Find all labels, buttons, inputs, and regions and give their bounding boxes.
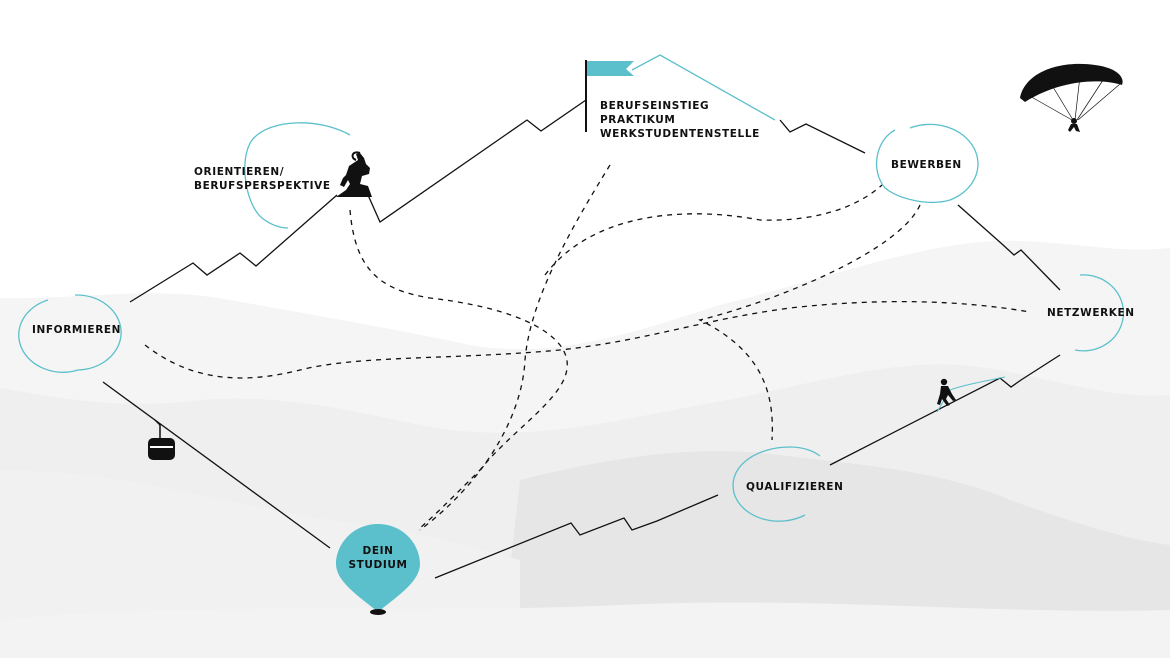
orientieren-arc (244, 122, 351, 229)
mountain-path (102, 99, 1061, 579)
station-bewerben[interactable]: BEWERBEN (891, 158, 962, 172)
station-informieren[interactable]: INFORMIEREN (32, 323, 121, 337)
station-netzwerken[interactable]: NETZWERKEN (1047, 306, 1135, 320)
paraglider-icon (1020, 63, 1123, 132)
station-dein-studium[interactable]: DEIN STUDIUM (336, 544, 420, 572)
qualifizieren-arc (732, 446, 821, 522)
station-orientieren[interactable]: ORIENTIEREN/ BERUFSPERSPEKTIVE (194, 165, 331, 193)
berufseinstieg-label-line1: BERUFSEINSTIEG (600, 100, 710, 112)
summit-flag-icon (585, 60, 634, 132)
informieren-label: INFORMIEREN (32, 324, 122, 336)
studium-label-line1: DEIN (362, 545, 394, 557)
netzwerken-label: NETZWERKEN (1047, 307, 1135, 319)
station-arcs (18, 122, 1125, 522)
netzwerken-arc (1074, 274, 1125, 352)
berufseinstieg-label-line2: PRAKTIKUM (600, 114, 676, 126)
bewerben-arc (876, 123, 979, 203)
bewerben-label: BEWERBEN (891, 159, 962, 171)
station-berufseinstieg[interactable]: BERUFSEINSTIEG PRAKTIKUM WERKSTUDENTENST… (600, 99, 760, 141)
studium-label-line2: STUDIUM (348, 559, 408, 571)
qualifizieren-label: QUALIFIZIEREN (746, 481, 844, 493)
background-hills (0, 240, 1170, 658)
cable-car-icon (148, 424, 175, 460)
orientieren-label-line2: BERUFSPERSPEKTIVE (194, 180, 331, 192)
informieren-arc (18, 294, 122, 373)
berufseinstieg-label-line3: WERKSTUDENTENSTELLE (600, 128, 760, 140)
summit-accent-line (631, 54, 776, 121)
location-pin-icon (336, 524, 420, 615)
climber-icon (936, 376, 1006, 413)
orientieren-label-line1: ORIENTIEREN/ (194, 166, 285, 178)
ibex-icon (336, 151, 372, 197)
dashed-routes (144, 164, 1031, 531)
station-qualifizieren[interactable]: QUALIFIZIEREN (746, 480, 843, 494)
